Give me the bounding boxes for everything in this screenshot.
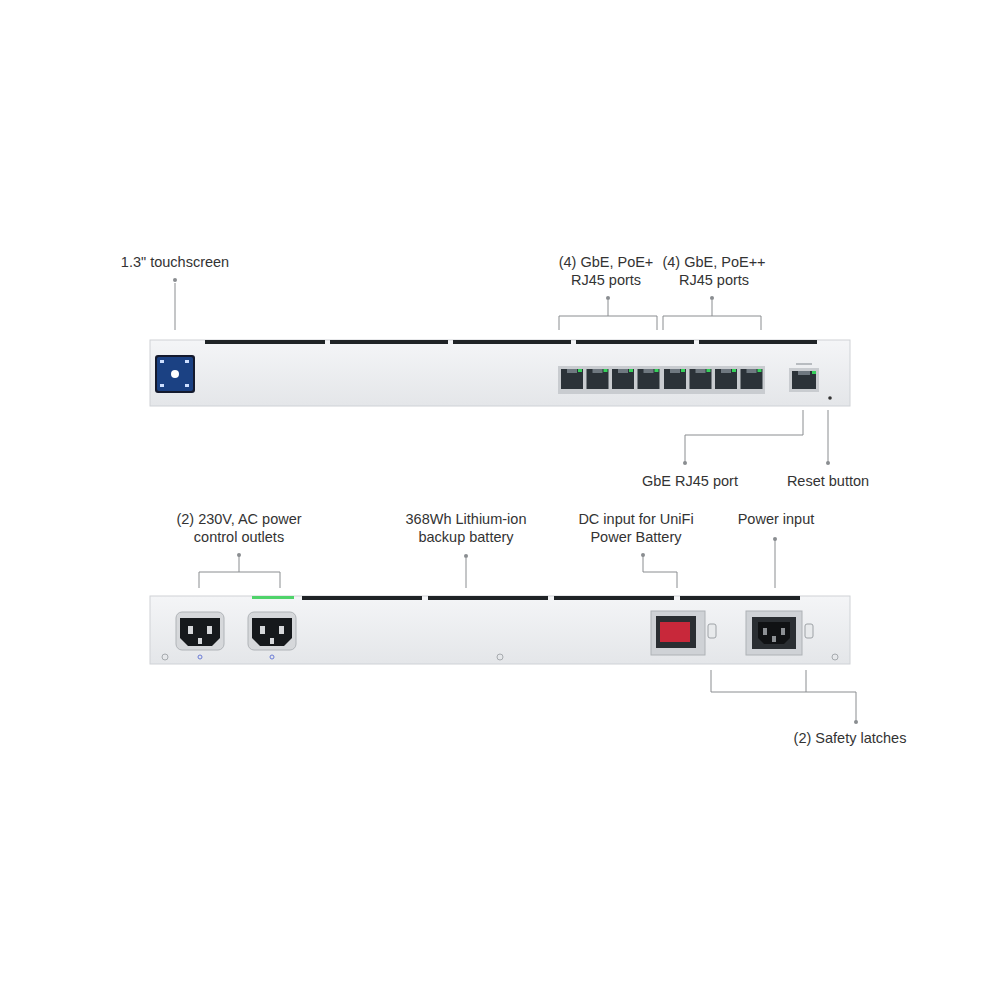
leader-dots [173, 278, 858, 724]
callout-label: (2) Safety latches [794, 729, 907, 747]
touchscreen [155, 355, 195, 393]
callout-label: 368Wh Lithium-ion backup battery [398, 510, 534, 546]
callout-label: DC input for UniFi Power Battery [570, 510, 702, 546]
callout-label: Power input [738, 510, 815, 528]
rj45-ports [558, 366, 765, 394]
vent-strips [205, 340, 817, 344]
callout-label: 1.3" touchscreen [121, 253, 229, 271]
power-input [746, 611, 813, 655]
dc-input [651, 611, 716, 655]
back-panel [150, 596, 850, 664]
leader-lines [175, 283, 856, 722]
front-panel [150, 340, 850, 406]
callout-label: (2) 230V, AC power control outlets [168, 510, 310, 546]
callout-label: GbE RJ45 port [642, 472, 738, 490]
ac-outlet [248, 612, 296, 659]
callout-label: (4) GbE, PoE++ RJ45 ports [656, 253, 772, 289]
ac-outlet [176, 612, 224, 659]
uplink-port [789, 363, 819, 392]
callout-label: Reset button [787, 472, 869, 490]
callout-label: (4) GbE, PoE+ RJ45 ports [550, 253, 662, 289]
reset-hole [828, 396, 832, 400]
